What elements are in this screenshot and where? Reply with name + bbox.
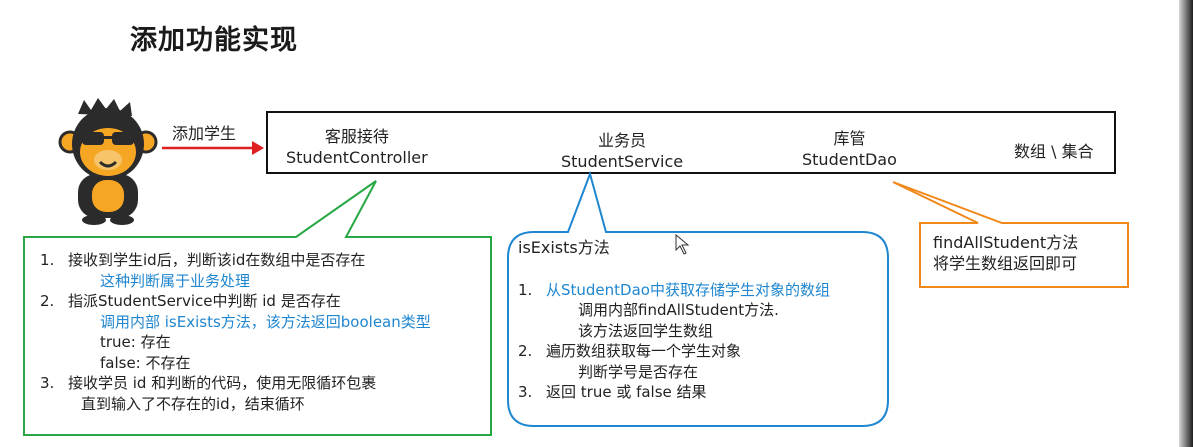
flow-box [266, 111, 1116, 174]
window-edge [1179, 0, 1193, 447]
item-text: 从StudentDao中获取存储学生对象的数组 [546, 280, 830, 299]
item-number: 1. [40, 251, 55, 269]
service-callout [507, 170, 889, 427]
role-zh: 客服接待 [324, 127, 389, 146]
item-sub: 调用内部findAllStudent方法. [578, 301, 779, 319]
role-service: 业务员 StudentService [561, 130, 683, 172]
role-en: StudentService [561, 152, 684, 171]
note-heading: isExists方法 [518, 238, 610, 257]
item-sub: false: 不存在 [100, 353, 191, 372]
item-text: 指派StudentService中判断 id 是否存在 [68, 292, 341, 310]
role-zh: 业务员 [598, 131, 647, 150]
item-sub: 判断学号是否存在 [578, 362, 699, 381]
list-item: 2. 遍历数组获取每一个学生对象 判断学号是否存在 [518, 341, 830, 382]
item-number: 2. [40, 292, 55, 310]
controller-callout [23, 180, 492, 436]
arrow-label: 添加学生 [172, 124, 237, 143]
item-sub: 这种判断属于业务处理 [100, 271, 251, 290]
mascot-icon [58, 98, 158, 225]
list-item: 1. 从StudentDao中获取存储学生对象的数组 调用内部findAllSt… [518, 280, 830, 342]
role-en: StudentDao [802, 150, 897, 169]
item-text: 遍历数组获取每一个学生对象 [546, 342, 742, 360]
item-number: 1. [518, 280, 533, 299]
item-sub: 该方法返回学生数组 [578, 321, 714, 340]
controller-note: 1. 接收到学生id后，判断该id在数组中是否存在 这种判断属于业务处理 2. … [40, 250, 431, 414]
role-zh: 库管 [833, 129, 866, 148]
dao-callout [892, 181, 1129, 288]
item-number: 3. [40, 374, 55, 392]
store-label: 数组 \ 集合 [1014, 142, 1094, 161]
item-sub: 调用内部 isExists方法，该方法返回boolean类型 [100, 312, 431, 331]
item-sub: 直到输入了不存在的id，结束循环 [81, 394, 305, 413]
item-number: 2. [518, 342, 533, 360]
item-number: 3. [518, 383, 533, 401]
item-text: 返回 true 或 false 结果 [546, 383, 707, 401]
dao-note: findAllStudent方法 将学生数组返回即可 [933, 232, 1078, 274]
item-text: 接收学员 id 和判断的代码，使用无限循环包裹 [68, 374, 377, 392]
list-item: 3. 返回 true 或 false 结果 [518, 382, 830, 403]
page-title: 添加功能实现 [130, 25, 298, 56]
list-item: 3. 接收学员 id 和判断的代码，使用无限循环包裹 直到输入了不存在的id，结… [40, 373, 431, 414]
item-sub: true: 存在 [100, 333, 171, 351]
list-item: 2. 指派StudentService中判断 id 是否存在 调用内部 isEx… [40, 291, 431, 373]
role-dao: 库管 StudentDao [802, 128, 897, 170]
note-line: 将学生数组返回即可 [933, 254, 1078, 273]
note-line: findAllStudent方法 [933, 233, 1079, 252]
service-note: isExists方法 1. 从StudentDao中获取存储学生对象的数组 调用… [518, 238, 830, 403]
role-en: StudentController [286, 148, 428, 167]
arrow-icon [162, 141, 264, 155]
mouse-cursor-icon [675, 233, 690, 255]
list-item: 1. 接收到学生id后，判断该id在数组中是否存在 这种判断属于业务处理 [40, 250, 431, 291]
role-controller: 客服接待 StudentController [286, 126, 428, 168]
item-text: 接收到学生id后，判断该id在数组中是否存在 [68, 251, 366, 269]
